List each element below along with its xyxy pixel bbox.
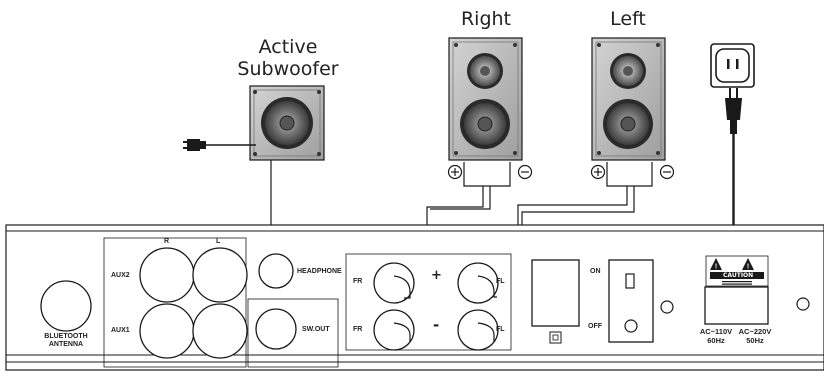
aux-r-label: R xyxy=(164,238,170,245)
fr-plus-terminal[interactable] xyxy=(373,262,415,304)
left-speaker xyxy=(591,37,666,161)
bluetooth-antenna-port[interactable] xyxy=(40,280,92,332)
aux1-l-jack[interactable] xyxy=(192,303,248,359)
right-speaker xyxy=(448,37,523,161)
mount-hole-right-icon xyxy=(796,297,810,311)
fl-top-label: FL xyxy=(496,278,505,285)
bluetooth-antenna-label: BLUETOOTH ANTENNA xyxy=(42,333,90,349)
caution-text: CAUTION xyxy=(723,272,754,279)
fr-bottom-label: FR xyxy=(353,326,363,333)
headphone-label: HEADPHONE xyxy=(297,268,342,275)
headphone-jack[interactable] xyxy=(258,253,294,289)
fl-minus-terminal[interactable] xyxy=(457,309,499,351)
sw-out-jack[interactable] xyxy=(255,308,297,350)
right-speaker-terminals xyxy=(447,162,533,187)
aux2-r-jack[interactable] xyxy=(139,247,195,303)
left-speaker-label: Left xyxy=(610,8,646,30)
subwoofer-label-line1: Active xyxy=(258,36,318,58)
left-speaker-terminals xyxy=(590,162,675,187)
rocker-switch[interactable] xyxy=(608,259,654,343)
bluetooth-label-line2: ANTENNA xyxy=(48,341,84,348)
aux2-l-jack[interactable] xyxy=(192,247,248,303)
wall-outlet-icon xyxy=(710,43,755,88)
on-label: ON xyxy=(590,268,601,275)
plus-label: + xyxy=(431,268,442,283)
power-switch[interactable] xyxy=(531,259,580,327)
fr-minus-terminal[interactable] xyxy=(373,309,415,351)
voltage-220-line1: AC~220V xyxy=(738,327,772,336)
subwoofer-label-line2: Subwoofer xyxy=(237,58,339,80)
subwoofer xyxy=(183,85,325,161)
bluetooth-label-line1: BLUETOOTH xyxy=(44,333,88,340)
voltage-110-line1: AC~110V xyxy=(699,327,733,336)
aux2-label: AUX2 xyxy=(111,272,130,279)
aux1-label: AUX1 xyxy=(111,327,130,334)
sw-out-group xyxy=(247,298,339,368)
ac-input xyxy=(704,286,769,325)
aux-group xyxy=(103,237,247,368)
voltage-220-label: AC~220V 50Hz xyxy=(735,327,775,345)
mount-hole-icon xyxy=(660,300,674,314)
sw-out-label: SW.OUT xyxy=(302,326,330,333)
voltage-110-label: AC~110V 60Hz xyxy=(697,327,735,345)
off-label: OFF xyxy=(588,323,602,330)
right-speaker-label: Right xyxy=(460,8,512,30)
svg-text:!: ! xyxy=(715,264,717,271)
fl-plus-terminal[interactable] xyxy=(457,262,499,304)
aux-l-label: L xyxy=(216,238,221,245)
voltage-110-line2: 60Hz xyxy=(707,336,725,345)
fl-bottom-label: FL xyxy=(496,326,505,333)
standby-square-icon xyxy=(549,331,562,344)
minus-label: - xyxy=(433,316,440,334)
aux1-r-jack[interactable] xyxy=(139,303,195,359)
speaker-terminal-group xyxy=(345,253,512,351)
caution-label-icon: ! ! xyxy=(705,255,769,287)
back-panel xyxy=(5,224,824,371)
voltage-220-line2: 50Hz xyxy=(746,336,764,345)
svg-text:!: ! xyxy=(747,264,749,271)
fr-top-label: FR xyxy=(353,278,363,285)
